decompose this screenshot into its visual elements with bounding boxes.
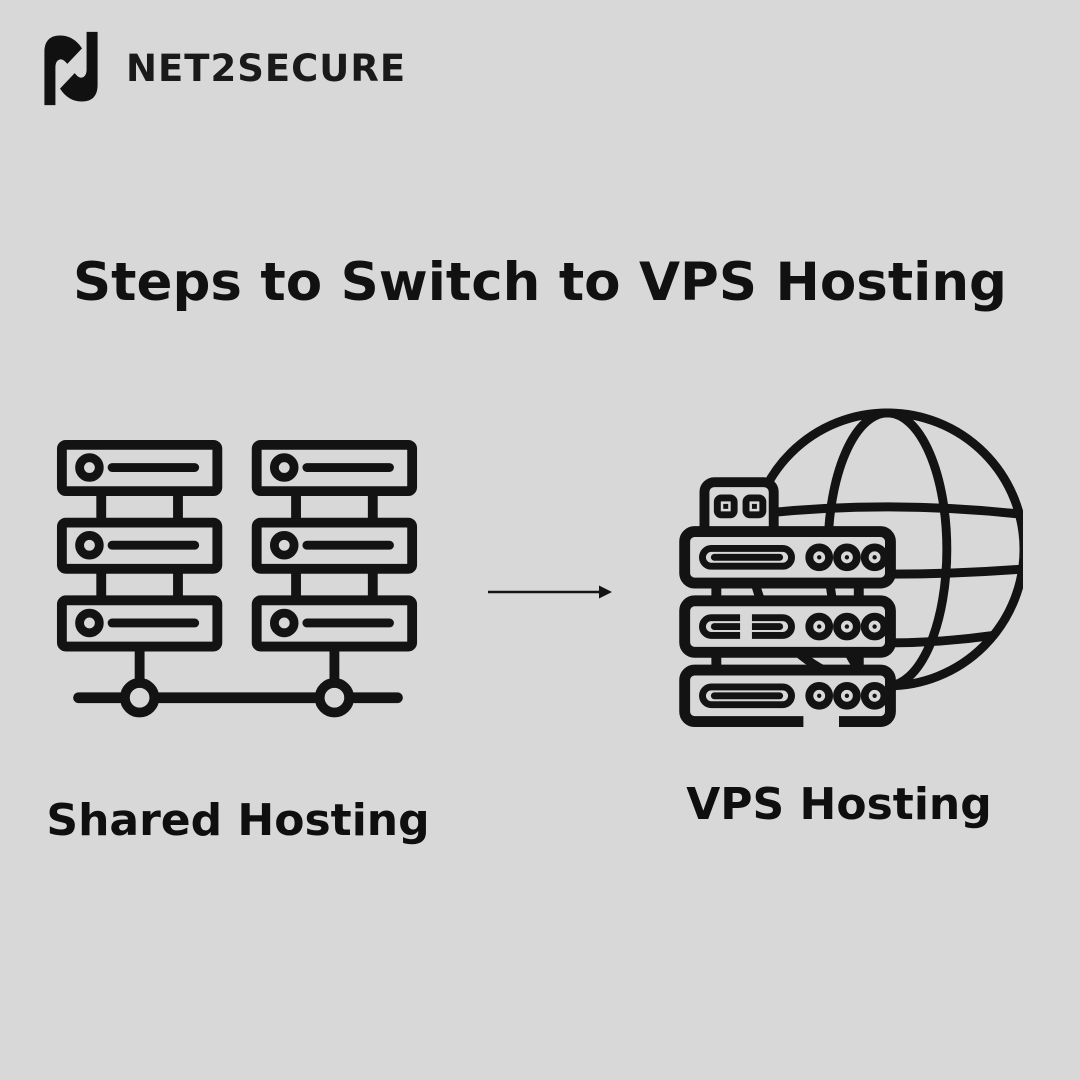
shared-hosting-servers-icon: [56, 439, 418, 718]
brand-logo: NET2SECURE: [38, 30, 406, 107]
vps-hosting-figure: VPS Hosting: [655, 403, 1023, 830]
vps-hosting-label: VPS Hosting: [686, 779, 992, 831]
page-title: Steps to Switch to VPS Hosting: [73, 252, 1007, 313]
vps-server-globe-icon: [679, 408, 1023, 729]
n-monogram-icon: [44, 31, 98, 106]
transition-arrow: [486, 580, 618, 604]
right-arrow-icon: [488, 585, 612, 599]
brand-name: NET2SECURE: [126, 47, 407, 90]
shared-hosting-figure: Shared Hosting: [46, 438, 430, 846]
shared-hosting-label: Shared Hosting: [46, 795, 430, 847]
